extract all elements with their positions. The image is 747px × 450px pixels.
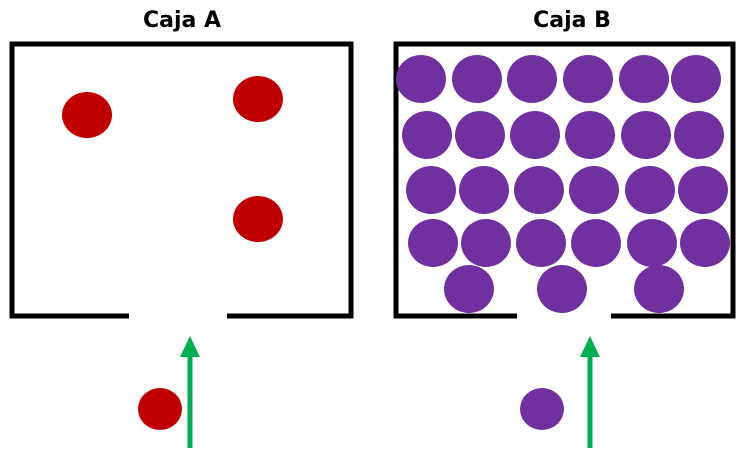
box-b-balls [396, 55, 730, 313]
box-a-title: Caja A [143, 8, 221, 33]
ball [520, 388, 564, 430]
box-a-arrow [180, 336, 200, 448]
ball [571, 219, 621, 267]
ball [678, 166, 728, 214]
ball [233, 196, 283, 242]
ball [444, 265, 494, 313]
ball [634, 265, 684, 313]
box-b-title: Caja B [533, 8, 611, 33]
ball [621, 111, 671, 159]
box-b-waiting-ball [520, 388, 564, 430]
box-a-balls [62, 76, 283, 242]
ball [510, 111, 560, 159]
box-a-waiting-ball [138, 388, 182, 430]
ball [625, 166, 675, 214]
ball [569, 166, 619, 214]
ball [565, 111, 615, 159]
ball [627, 219, 677, 267]
ball [516, 219, 566, 267]
box-a: Caja A [9, 8, 354, 448]
ball [680, 219, 730, 267]
ball [459, 166, 509, 214]
ball [452, 55, 502, 103]
box-a-outline [9, 41, 354, 319]
ball [671, 55, 721, 103]
ball [406, 166, 456, 214]
ball [619, 55, 669, 103]
ball [537, 265, 587, 313]
box-b: Caja B [393, 8, 736, 448]
ball [514, 166, 564, 214]
ball [138, 388, 182, 430]
arrow-head [580, 336, 600, 357]
arrow-head [180, 336, 200, 357]
box-b-outline [393, 41, 736, 319]
ball [233, 76, 283, 122]
ball [62, 92, 112, 138]
box-b-arrow [580, 336, 600, 448]
ball [396, 55, 446, 103]
ball [563, 55, 613, 103]
ball [402, 111, 452, 159]
ball [674, 111, 724, 159]
ball [408, 219, 458, 267]
ball [455, 111, 505, 159]
ball [507, 55, 557, 103]
ball [461, 219, 511, 267]
